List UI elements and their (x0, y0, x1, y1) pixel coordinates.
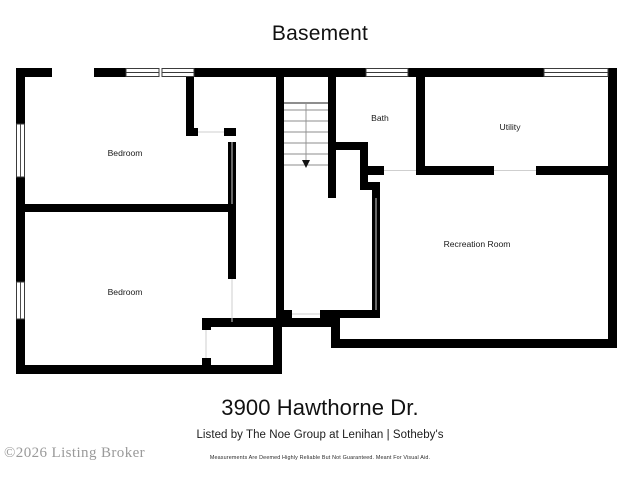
window-top-bedroom-right (161, 68, 195, 77)
wall-bath-utility-divider (416, 68, 425, 174)
window-top-utility (543, 68, 609, 77)
stairs (284, 102, 328, 168)
property-address: 3900 Hawthorne Dr. (221, 395, 419, 420)
wall-bottom-step-riser (273, 318, 282, 374)
wall-landing-right-step (360, 182, 380, 190)
wall-right (608, 68, 617, 348)
room-label-utility: Utility (499, 122, 521, 132)
wall-stair-right-upper (328, 68, 336, 198)
wall-small-room-left-lower (202, 358, 211, 374)
wall-closet-bottom-right (224, 128, 236, 136)
wall-closet-bottom-left (186, 128, 198, 136)
wall-bath-bottom (368, 166, 384, 175)
wall-stair-bottom-stub (276, 310, 292, 318)
wall-bottom-jog (273, 318, 340, 327)
room-label-bedroom-lower: Bedroom (108, 287, 143, 297)
room-label-recreation: Recreation Room (444, 239, 511, 249)
footer-block: 3900 Hawthorne Dr. Listed by The Noe Gro… (0, 395, 640, 462)
wall-utility-bottom-right (536, 166, 617, 175)
listing-agent-line: Listed by The Noe Group at Lenihan | Sot… (196, 429, 444, 442)
wall-bottom-right (331, 339, 617, 348)
measurement-disclaimer: Measurements Are Deemed Highly Reliable … (209, 455, 431, 462)
door-openings (198, 131, 536, 358)
wall-bottom-jog-riser (331, 318, 340, 343)
wall-small-room-left (202, 318, 211, 330)
wall-bedroom-lower-right (228, 204, 236, 279)
wall-hall-left (276, 68, 284, 174)
room-label-bath: Bath (371, 113, 389, 123)
window-top-bedroom-left (125, 68, 160, 77)
wall-left-seg-a (16, 68, 25, 124)
wall-stair-bottom-run (320, 310, 372, 318)
room-label-bedroom-upper: Bedroom (108, 148, 143, 158)
wall-stair-left (276, 174, 284, 318)
window-left-bedroom-lower (16, 281, 25, 320)
wall-top-seg-c (408, 68, 544, 77)
wall-bottom-left (16, 365, 202, 374)
wall-left-seg-b (16, 177, 25, 282)
copyright-watermark: ©2026 Listing Broker (4, 445, 146, 461)
wall-top-left-stub (16, 68, 52, 77)
page-title: Basement (271, 22, 369, 45)
interior-walls (16, 68, 617, 318)
exterior-walls (16, 68, 617, 374)
wall-utility-bottom-left (416, 166, 494, 175)
wall-top-seg-a (94, 68, 126, 77)
window-left-bedroom-upper (16, 123, 25, 178)
stair-down-arrow-icon (302, 160, 310, 168)
wall-between-bedrooms (16, 204, 236, 212)
wall-landing-right-upper (360, 142, 368, 190)
wall-landing-top (328, 142, 368, 150)
wall-bottom-step-top (202, 318, 282, 327)
wall-closet-left (186, 68, 194, 136)
window-top-bath (365, 68, 409, 77)
wall-left-seg-c (16, 319, 25, 374)
floor-plan-drawing: Bedroom Bedroom Bath Utility Recreation … (16, 68, 617, 374)
wall-bottom-small-room (202, 365, 282, 374)
